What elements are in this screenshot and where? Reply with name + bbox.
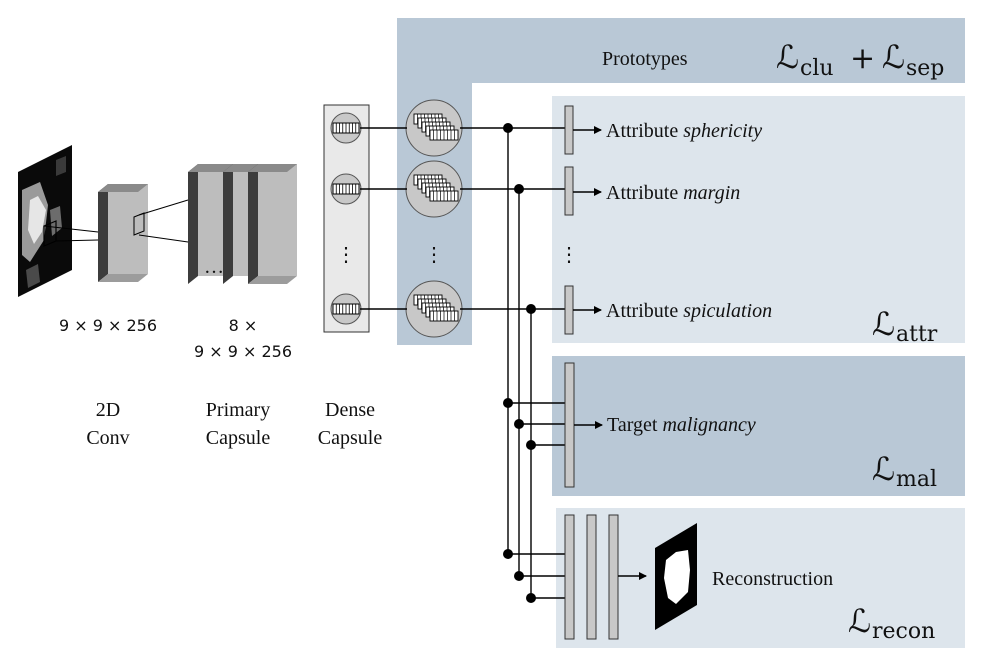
attribute-head-margin xyxy=(564,166,574,216)
loss-clu-subscript: clu xyxy=(800,56,834,81)
loss-sep-symbol: ℒ xyxy=(882,38,905,76)
primary-ellipsis: … xyxy=(204,256,224,278)
prototypes-ellipsis: ⋮ xyxy=(424,244,444,266)
receptive-field-lines xyxy=(43,225,99,242)
dense-capsules xyxy=(330,112,362,325)
attribute-head-spiculation xyxy=(564,285,574,335)
decoder-layer-3 xyxy=(608,514,619,640)
target-label: Target malignancy xyxy=(607,414,756,436)
attribute-label-sphericity: Attribute sphericity xyxy=(606,120,762,142)
prototype-capsules xyxy=(405,99,463,338)
conv-name-line2: Conv xyxy=(86,427,129,449)
primary-name-line2: Capsule xyxy=(206,427,271,449)
attributes-ellipsis: ⋮ xyxy=(559,244,579,266)
mal-loss: ℒ mal xyxy=(872,450,937,492)
input-nodule-image xyxy=(18,145,72,297)
dense-to-prototype-lines xyxy=(360,127,407,310)
decoder-layers xyxy=(564,514,619,640)
reconstruction-panel xyxy=(556,508,965,648)
dense-ellipsis: ⋮ xyxy=(336,244,356,266)
malignancy-head xyxy=(564,362,575,488)
prototype-capsule xyxy=(405,280,463,338)
dense-name-line1: Dense xyxy=(325,399,375,421)
decoder-layer-1 xyxy=(564,514,575,640)
bus-junction-dots xyxy=(503,123,536,603)
attributes-panel xyxy=(552,96,965,343)
attr-loss: ℒ attr xyxy=(872,305,938,347)
prototype-to-attribute-lines xyxy=(460,127,565,599)
conv-dims-label: 9 × 9 × 256 xyxy=(59,316,157,335)
primary-dims-label-line2: 9 × 9 × 256 xyxy=(194,342,292,361)
primary-capsule-blocks xyxy=(188,164,297,284)
conv-layer-block xyxy=(98,184,148,282)
mal-loss-subscript: mal xyxy=(896,467,937,492)
recon-loss-subscript: recon xyxy=(872,619,935,644)
attr-loss-symbol: ℒ xyxy=(872,305,895,343)
malignancy-panel xyxy=(552,356,965,496)
recon-loss-symbol: ℒ xyxy=(848,602,871,640)
primary-dims-label-line1: 8 × xyxy=(229,316,258,335)
reconstruction-label: Reconstruction xyxy=(712,568,833,590)
prototypes-loss: ℒ clu + ℒ sep xyxy=(776,38,944,81)
attribute-head-sphericity xyxy=(564,105,574,155)
prototypes-label: Prototypes xyxy=(602,48,688,70)
loss-sep-subscript: sep xyxy=(906,56,944,81)
dense-name-line2: Capsule xyxy=(318,427,383,449)
prototype-vector xyxy=(429,129,459,141)
prototype-vector xyxy=(429,190,459,202)
primary-name-line1: Primary xyxy=(206,399,270,421)
recon-loss: ℒ recon xyxy=(848,602,935,644)
dense-capsule xyxy=(330,173,362,205)
attribute-label-margin: Attribute margin xyxy=(606,182,740,204)
reconstructed-mask-image xyxy=(655,523,697,630)
dense-capsule xyxy=(330,293,362,325)
attribute-label-spiculation: Attribute spiculation xyxy=(606,300,772,322)
prototype-capsule xyxy=(405,160,463,218)
dense-capsule xyxy=(330,112,362,144)
attribute-arrows xyxy=(573,126,602,314)
prototype-capsule xyxy=(405,99,463,157)
mal-loss-symbol: ℒ xyxy=(872,450,895,488)
loss-clu-symbol: ℒ xyxy=(776,38,799,76)
prototype-vector xyxy=(429,310,459,322)
conv-name-line1: 2D xyxy=(96,399,120,421)
decoder-layer-2 xyxy=(586,514,597,640)
conv-to-primary-lines xyxy=(138,199,189,243)
loss-plus: + xyxy=(850,41,875,76)
attr-loss-subscript: attr xyxy=(896,322,938,347)
